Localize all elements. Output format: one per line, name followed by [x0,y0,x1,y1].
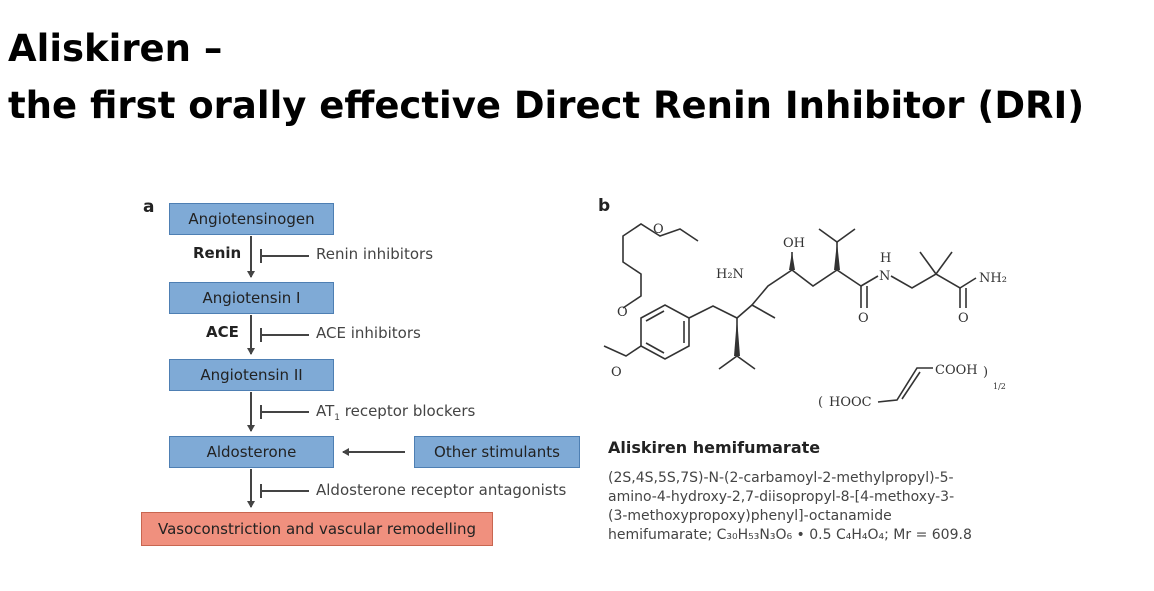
label-renin-inhibitors: Renin inhibitors [316,245,434,263]
label-at1-blockers: AT1 receptor blockers [316,402,475,423]
title-line-1: Aliskiren – [8,27,223,70]
atom-n: N [879,269,890,284]
atom-o-methoxy-ring: O [611,365,622,380]
atom-oh: OH [783,236,805,251]
iupac-line-1: (2S,4S,5S,7S)-N-(2-carbamoyl-2-methylpro… [608,470,954,486]
fumarate-open-paren: ( [818,395,823,410]
atom-o-amide1: O [858,311,869,326]
atom-o-methoxy-top: O [653,222,664,237]
iupac-line-2: amino-4-hydroxy-2,7-diisopropyl-8-[4-met… [608,489,955,505]
box-vasoconstriction: Vasoconstriction and vascular remodellin… [141,512,493,546]
at1-prefix: AT [316,402,335,420]
wedge-oh [789,252,795,270]
box-angiotensinogen: Angiotensinogen [169,203,334,235]
box-angiotensin-1: Angiotensin I [169,282,334,314]
enzyme-ace: ACE [206,323,239,341]
fumarate-close-paren: ) [983,365,988,380]
box-angiotensin-2: Angiotensin II [169,359,334,391]
atom-cooh: COOH [935,363,978,378]
fumarate-ratio: 1/2 [993,382,1006,391]
box-other-stimulants: Other stimulants [414,436,580,468]
box-aldosterone: Aldosterone [169,436,334,468]
wedge-upper [834,242,840,270]
iupac-line-3: (3-methoxypropoxy)phenyl]-octanamide [608,508,892,524]
at1-subscript: 1 [334,413,340,423]
panel-a-letter: a [143,197,155,217]
atom-nh2: NH₂ [979,271,1007,286]
enzyme-renin: Renin [193,244,242,262]
atom-h2n: H₂N [716,267,744,282]
wedge-lower [734,318,740,356]
panel-b-letter: b [598,196,611,216]
slide-title: Aliskiren – the first orally effective D… [8,20,1084,134]
atom-o-ether: O [617,305,628,320]
at1-suffix: receptor blockers [340,402,476,420]
label-aldosterone-antagonists: Aldosterone receptor antagonists [316,481,567,499]
label-ace-inhibitors: ACE inhibitors [316,324,421,342]
iupac-name: (2S,4S,5S,7S)-N-(2-carbamoyl-2-methylpro… [608,469,1028,545]
title-line-2: the first orally effective Direct Renin … [8,84,1085,127]
atom-hooc: HOOC [829,395,872,410]
atom-o-amide2: O [958,311,969,326]
compound-name: Aliskiren hemifumarate [608,438,821,457]
iupac-line-4: hemifumarate; C₃₀H₅₃N₃O₆ • 0.5 C₄H₄O₄; M… [608,527,972,543]
atom-nh-h: H [880,251,891,266]
